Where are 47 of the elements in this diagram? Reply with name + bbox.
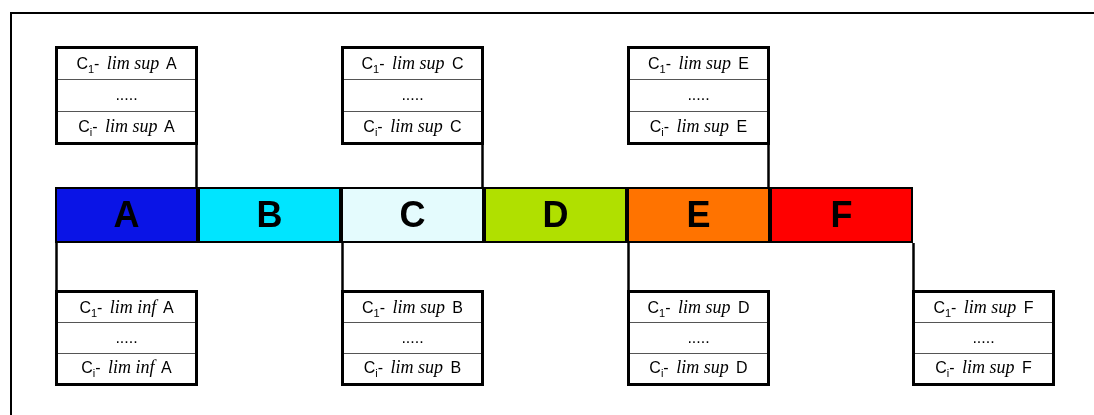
connector-line bbox=[341, 243, 344, 290]
table-row-text: ..... bbox=[687, 86, 710, 105]
table-row-text: C$_{i}$- lim inf A bbox=[81, 357, 172, 380]
segment-label: F bbox=[830, 194, 853, 236]
color-segment bbox=[198, 187, 341, 243]
segment-label: C bbox=[399, 194, 426, 236]
color-segment bbox=[55, 187, 198, 243]
criteria-table bbox=[341, 290, 484, 386]
criteria-table bbox=[55, 290, 198, 386]
color-segment bbox=[484, 187, 627, 243]
table-row-text: C$_{1}$- lim sup E bbox=[647, 53, 750, 76]
table-row-text: C$_{i}$- lim sup B bbox=[363, 357, 462, 380]
table-row-text: ..... bbox=[115, 86, 138, 105]
connector-line bbox=[55, 243, 58, 290]
table-row-text: C$_{1}$- lim sup B bbox=[361, 296, 464, 319]
connector-line bbox=[767, 145, 770, 187]
table-row-text: C$_{i}$- lim sup E bbox=[649, 115, 748, 138]
criteria-table bbox=[627, 290, 770, 386]
criteria-table bbox=[627, 46, 770, 145]
table-row-text: C$_{1}$- lim sup F bbox=[933, 296, 1034, 319]
table-row-text: C$_{1}$- lim sup A bbox=[76, 53, 177, 76]
color-segment bbox=[770, 187, 913, 243]
segment-label: B bbox=[256, 194, 283, 236]
color-segment bbox=[627, 187, 770, 243]
criteria-table bbox=[55, 46, 198, 145]
table-row-text: ..... bbox=[687, 329, 710, 347]
connector-line bbox=[195, 145, 198, 187]
table-row-text: ..... bbox=[401, 329, 424, 347]
table-row-text: ..... bbox=[115, 329, 138, 347]
table-row-text: C$_{1}$- lim inf A bbox=[79, 296, 174, 319]
table-row-text: C$_{i}$- lim sup A bbox=[78, 115, 175, 138]
table-row-text: C$_{i}$- lim sup F bbox=[935, 357, 1032, 380]
color-segment bbox=[341, 187, 484, 243]
table-row-text: C$_{1}$- lim sup C bbox=[361, 53, 464, 76]
table-row-text: C$_{i}$- lim sup C bbox=[363, 115, 462, 138]
table-row-text: ..... bbox=[972, 329, 995, 347]
criteria-table bbox=[341, 46, 484, 145]
segment-label: D bbox=[542, 194, 569, 236]
table-row-text: C$_{1}$- lim sup D bbox=[647, 296, 750, 319]
table-row-text: ..... bbox=[401, 86, 424, 105]
table-row-text: C$_{i}$- lim sup D bbox=[649, 357, 748, 380]
connector-line bbox=[627, 243, 630, 290]
criteria-table bbox=[912, 290, 1055, 386]
connector-line bbox=[912, 243, 915, 290]
connector-line bbox=[481, 145, 484, 187]
segment-label: E bbox=[686, 194, 711, 236]
segment-label: A bbox=[113, 194, 140, 236]
